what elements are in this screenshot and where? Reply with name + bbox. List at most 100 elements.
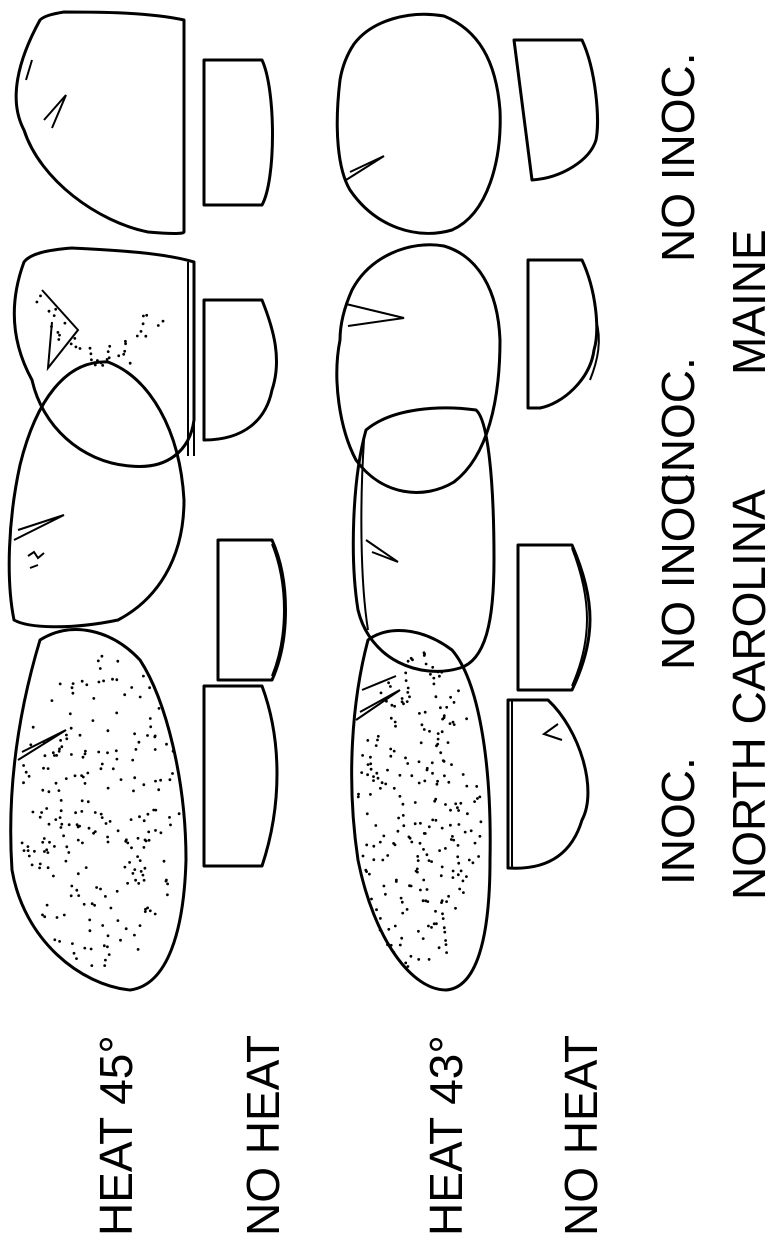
stipple-dot: [60, 745, 63, 748]
stipple-dot: [139, 696, 142, 699]
stipple-dot: [447, 895, 450, 898]
stipple-dot: [132, 872, 135, 875]
stipple-dot: [466, 812, 469, 815]
stipple-dot: [397, 817, 400, 820]
stipple-dot: [409, 837, 412, 840]
stipple-dot: [58, 748, 61, 751]
stipple-dot: [428, 958, 431, 961]
stipple-dot: [139, 924, 142, 927]
stipple-dot: [146, 734, 149, 737]
stipple-dot: [41, 789, 44, 792]
stipple-dot: [443, 926, 446, 929]
stipple-dot: [465, 717, 468, 720]
stipple-dot: [81, 680, 84, 683]
stipple-dot: [83, 947, 86, 950]
cross-section-me-noinoc-noheat1: [204, 60, 273, 205]
stipple-dot: [57, 338, 60, 341]
label-no-heat-2: NO HEAT: [555, 1035, 607, 1236]
stipple-dot: [112, 767, 115, 770]
cross-section-nc-inoc-noheat1: [204, 686, 277, 866]
stipple-dot: [367, 763, 370, 766]
stipple-dot: [65, 737, 68, 740]
stipple-dot: [102, 680, 105, 683]
stipple-dot: [130, 686, 133, 689]
stipple-dot: [441, 912, 444, 915]
stipple-dot: [462, 880, 465, 883]
stipple-dot: [443, 931, 446, 934]
stipple-dot: [47, 866, 50, 869]
stipple-dot: [147, 831, 150, 834]
label-inoc-me: INOC.: [652, 357, 704, 485]
stipple-dot: [124, 866, 127, 869]
stipple-dot: [445, 900, 448, 903]
stipple-dot: [68, 823, 71, 826]
stipple-dot: [27, 845, 30, 848]
stipple-dot: [360, 771, 363, 774]
stipple-dot: [431, 761, 434, 764]
cross-section-me-inoc-noheat2: [528, 260, 599, 408]
stipple-dot: [131, 759, 134, 762]
stipple-dot: [387, 681, 390, 684]
stipple-dot: [89, 347, 92, 350]
stipple-dot: [402, 803, 405, 806]
stipple-dot: [407, 660, 410, 663]
stipple-dot: [166, 883, 169, 886]
stipple-dot: [115, 712, 118, 715]
stipple-dot: [100, 767, 103, 770]
stipple-dot: [423, 832, 426, 835]
stipple-dot: [110, 907, 113, 910]
stipple-dot: [108, 345, 111, 348]
stipple-dot: [74, 774, 77, 777]
stipple-dot: [143, 879, 146, 882]
stipple-dot: [410, 657, 413, 660]
stipple-dot: [84, 753, 87, 756]
stipple-dot: [449, 696, 452, 699]
stipple-dot: [372, 845, 375, 848]
stipple-dot: [111, 678, 114, 681]
stipple-dot: [106, 836, 109, 839]
stipple-dot: [370, 768, 373, 771]
stipple-dot: [117, 919, 120, 922]
stipple-dot: [410, 774, 413, 777]
stipple-dot: [426, 888, 429, 891]
stipple-dot: [442, 917, 445, 920]
stipple-dot: [140, 330, 143, 333]
stipple-dot: [357, 796, 360, 799]
stipple-dot: [65, 777, 68, 780]
stipple-dot: [402, 824, 405, 827]
stipple-dot: [400, 897, 403, 900]
stipple-dot: [163, 860, 166, 863]
stipple-dot: [406, 691, 409, 694]
stipple-dot: [90, 948, 93, 951]
stipple-dot: [65, 860, 68, 863]
stipple-dot: [41, 841, 44, 844]
stipple-dot: [436, 780, 439, 783]
stipple-dot: [451, 835, 454, 838]
stipple-dot: [477, 855, 480, 858]
stipple-dot: [454, 802, 457, 805]
stipple-dot: [438, 849, 441, 852]
stipple-dot: [426, 900, 429, 903]
section-nc-noinoc-heat45: [9, 362, 184, 627]
stipple-dot: [424, 711, 427, 714]
stipple-dot: [470, 829, 473, 832]
stipple-dot: [25, 771, 28, 774]
stipple-dot: [397, 830, 400, 833]
stipple-dot: [432, 677, 435, 680]
stipple-dot: [133, 934, 136, 937]
stipple-dot: [465, 875, 468, 878]
stipple-dot: [154, 735, 157, 738]
stipple-dot: [157, 788, 160, 791]
stipple-dot: [43, 837, 46, 840]
stipple-dot: [124, 342, 127, 345]
stipple-dot: [445, 706, 448, 709]
stipple-dot: [32, 811, 35, 814]
stipple-dot: [116, 758, 119, 761]
stipple-dot: [107, 934, 110, 937]
stipple-dot: [399, 944, 402, 947]
stipple-dot: [43, 850, 46, 853]
stipple-dot: [376, 739, 379, 742]
stipple-dot: [99, 667, 102, 670]
stipple-dot: [70, 727, 73, 730]
stipple-dot: [452, 721, 455, 724]
